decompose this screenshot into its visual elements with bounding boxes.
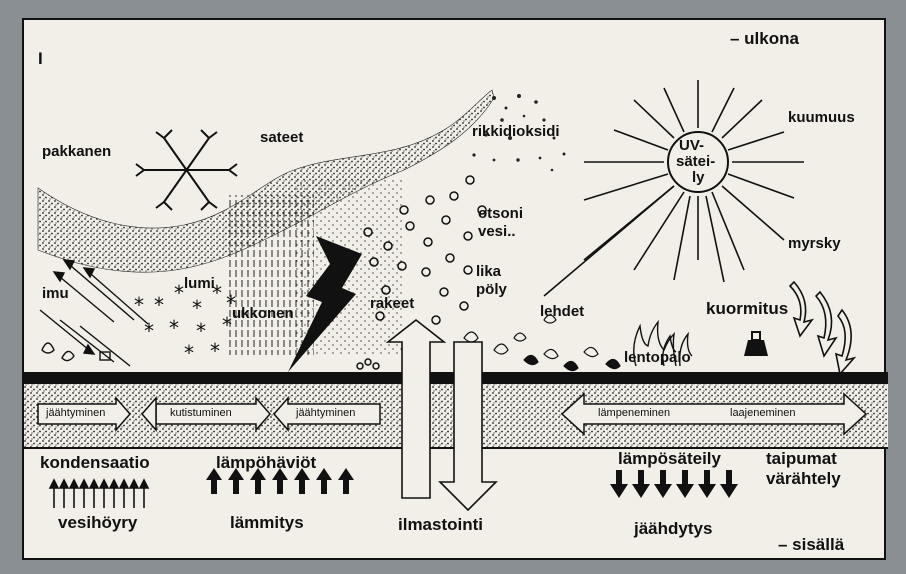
outside-label: – ulkona bbox=[730, 30, 799, 47]
label-myrsky: myrsky bbox=[788, 236, 841, 251]
sun-icon bbox=[544, 80, 804, 296]
label-uv-3: ly bbox=[692, 170, 705, 185]
leaves bbox=[464, 315, 620, 371]
label-uv-1: UV- bbox=[679, 138, 704, 153]
weather-stress-diagram: *** *** *** *** bbox=[22, 18, 886, 560]
label-kutistuminen: kutistuminen bbox=[170, 408, 232, 419]
svg-text:*: * bbox=[196, 319, 206, 343]
label-sateet: sateet bbox=[260, 130, 303, 145]
label-jaahtyminen-2: jäähtyminen bbox=[296, 408, 355, 419]
label-uv-2: sätei- bbox=[676, 154, 715, 169]
svg-text:*: * bbox=[174, 281, 184, 305]
label-lehdet: lehdet bbox=[540, 304, 584, 319]
svg-text:*: * bbox=[154, 293, 164, 317]
svg-text:*: * bbox=[169, 316, 179, 340]
label-taipumat: taipumat bbox=[766, 450, 837, 467]
label-vesihoyry: vesihöyry bbox=[58, 514, 137, 531]
label-kuumuus: kuumuus bbox=[788, 110, 855, 125]
label-lentopalo: lentopalo bbox=[624, 350, 691, 365]
imu-arrows bbox=[40, 260, 148, 366]
storm-arrows bbox=[790, 282, 854, 374]
label-poly: pöly bbox=[476, 282, 507, 297]
svg-text:*: * bbox=[222, 313, 232, 337]
vesihoyry-arrows bbox=[50, 480, 148, 508]
label-ukkonen: ukkonen bbox=[232, 306, 294, 321]
label-ilmastointi: ilmastointi bbox=[398, 516, 483, 533]
label-lampeneminen: lämpeneminen bbox=[598, 408, 670, 419]
snow-asterisks: *** *** *** *** bbox=[134, 281, 236, 365]
label-lammitys: lämmitys bbox=[230, 514, 304, 531]
label-imu: imu bbox=[42, 286, 69, 301]
label-pakkanen: pakkanen bbox=[42, 144, 111, 159]
label-kuormitus: kuormitus bbox=[706, 300, 788, 317]
svg-text:*: * bbox=[210, 339, 220, 363]
jaahdytys-arrows bbox=[610, 470, 738, 498]
snowflake-icon bbox=[136, 130, 237, 210]
inside-label: – sisällä bbox=[778, 536, 844, 553]
label-rakeet: rakeet bbox=[370, 296, 414, 311]
label-vesi: vesi.. bbox=[478, 224, 516, 239]
diagram-drawing: *** *** *** *** bbox=[24, 20, 888, 562]
label-jaahtyminen-1: jäähtyminen bbox=[46, 408, 105, 419]
panel-label: I bbox=[38, 50, 43, 67]
label-lampohaviot: lämpöhäviöt bbox=[216, 454, 316, 471]
label-otsoni: otsoni bbox=[478, 206, 523, 221]
svg-text:*: * bbox=[184, 341, 194, 365]
label-lika: lika bbox=[476, 264, 501, 279]
weight-icon bbox=[744, 332, 768, 356]
svg-text:*: * bbox=[192, 296, 202, 320]
label-laajeneminen: laajeneminen bbox=[730, 408, 795, 419]
label-kondensaatio: kondensaatio bbox=[40, 454, 150, 471]
label-lumi: lumi bbox=[184, 276, 215, 291]
label-lamposateily: lämpösäteily bbox=[618, 450, 721, 467]
label-jaahdytys: jäähdytys bbox=[634, 520, 712, 537]
label-rikkidioksidi: rikkidioksidi bbox=[472, 124, 560, 139]
label-varahtely: värähtely bbox=[766, 470, 841, 487]
